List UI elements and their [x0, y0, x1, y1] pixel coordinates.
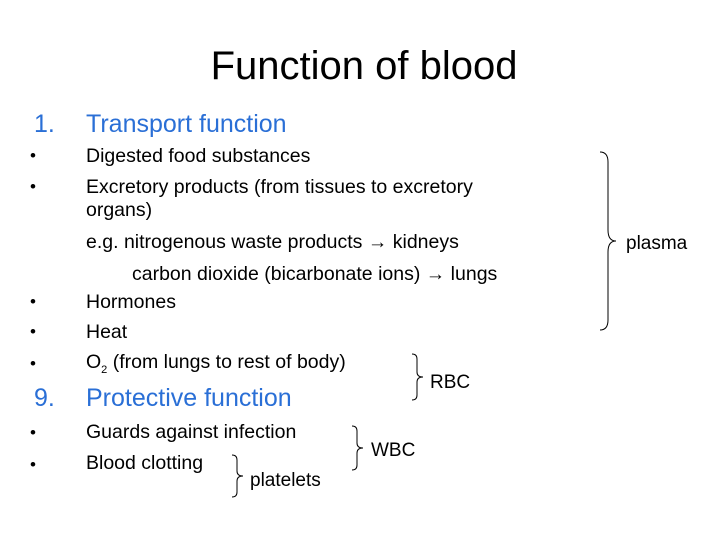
item-guards-infection: Guards against infection — [86, 421, 297, 443]
bullet-marker: • — [30, 455, 36, 474]
platelets-brace — [231, 454, 244, 498]
item-digested-food: Digested food substances — [86, 145, 311, 167]
platelets-label: platelets — [250, 470, 321, 491]
item-nitrogenous-example: e.g. nitrogenous waste products → kidney… — [86, 231, 459, 253]
bullet-marker: • — [30, 322, 36, 341]
wbc-brace — [351, 425, 364, 471]
item-excretory-continuation: organs) — [86, 199, 153, 221]
rbc-label: RBC — [430, 372, 471, 393]
oxygen-symbol: O — [86, 351, 102, 373]
bullet-marker: • — [30, 146, 36, 165]
wbc-label: WBC — [371, 440, 416, 461]
section-number-9: 9. — [34, 384, 55, 412]
rbc-brace — [411, 353, 424, 401]
item-heat: Heat — [86, 321, 128, 343]
item-excretory-products: Excretory products (from tissues to excr… — [86, 176, 473, 198]
item-hormones: Hormones — [86, 291, 176, 313]
plasma-brace — [599, 151, 617, 331]
item-oxygen: O2 (from lungs to rest of body) — [86, 351, 346, 376]
oxygen-subscript: 2 — [101, 363, 108, 376]
oxygen-description: (from lungs to rest of body) — [107, 351, 346, 373]
section-heading-transport: Transport function — [86, 110, 287, 138]
slide-title: Function of blood — [210, 44, 518, 88]
bullet-marker: • — [30, 423, 36, 442]
item-blood-clotting: Blood clotting — [86, 452, 204, 474]
bullet-marker: • — [30, 292, 36, 311]
section-heading-protective: Protective function — [86, 384, 292, 412]
item-carbon-dioxide: carbon dioxide (bicarbonate ions) → lung… — [132, 263, 498, 285]
plasma-label: plasma — [626, 233, 688, 254]
bullet-marker: • — [30, 177, 36, 196]
section-number-1: 1. — [34, 110, 55, 138]
bullet-marker: • — [30, 354, 36, 373]
